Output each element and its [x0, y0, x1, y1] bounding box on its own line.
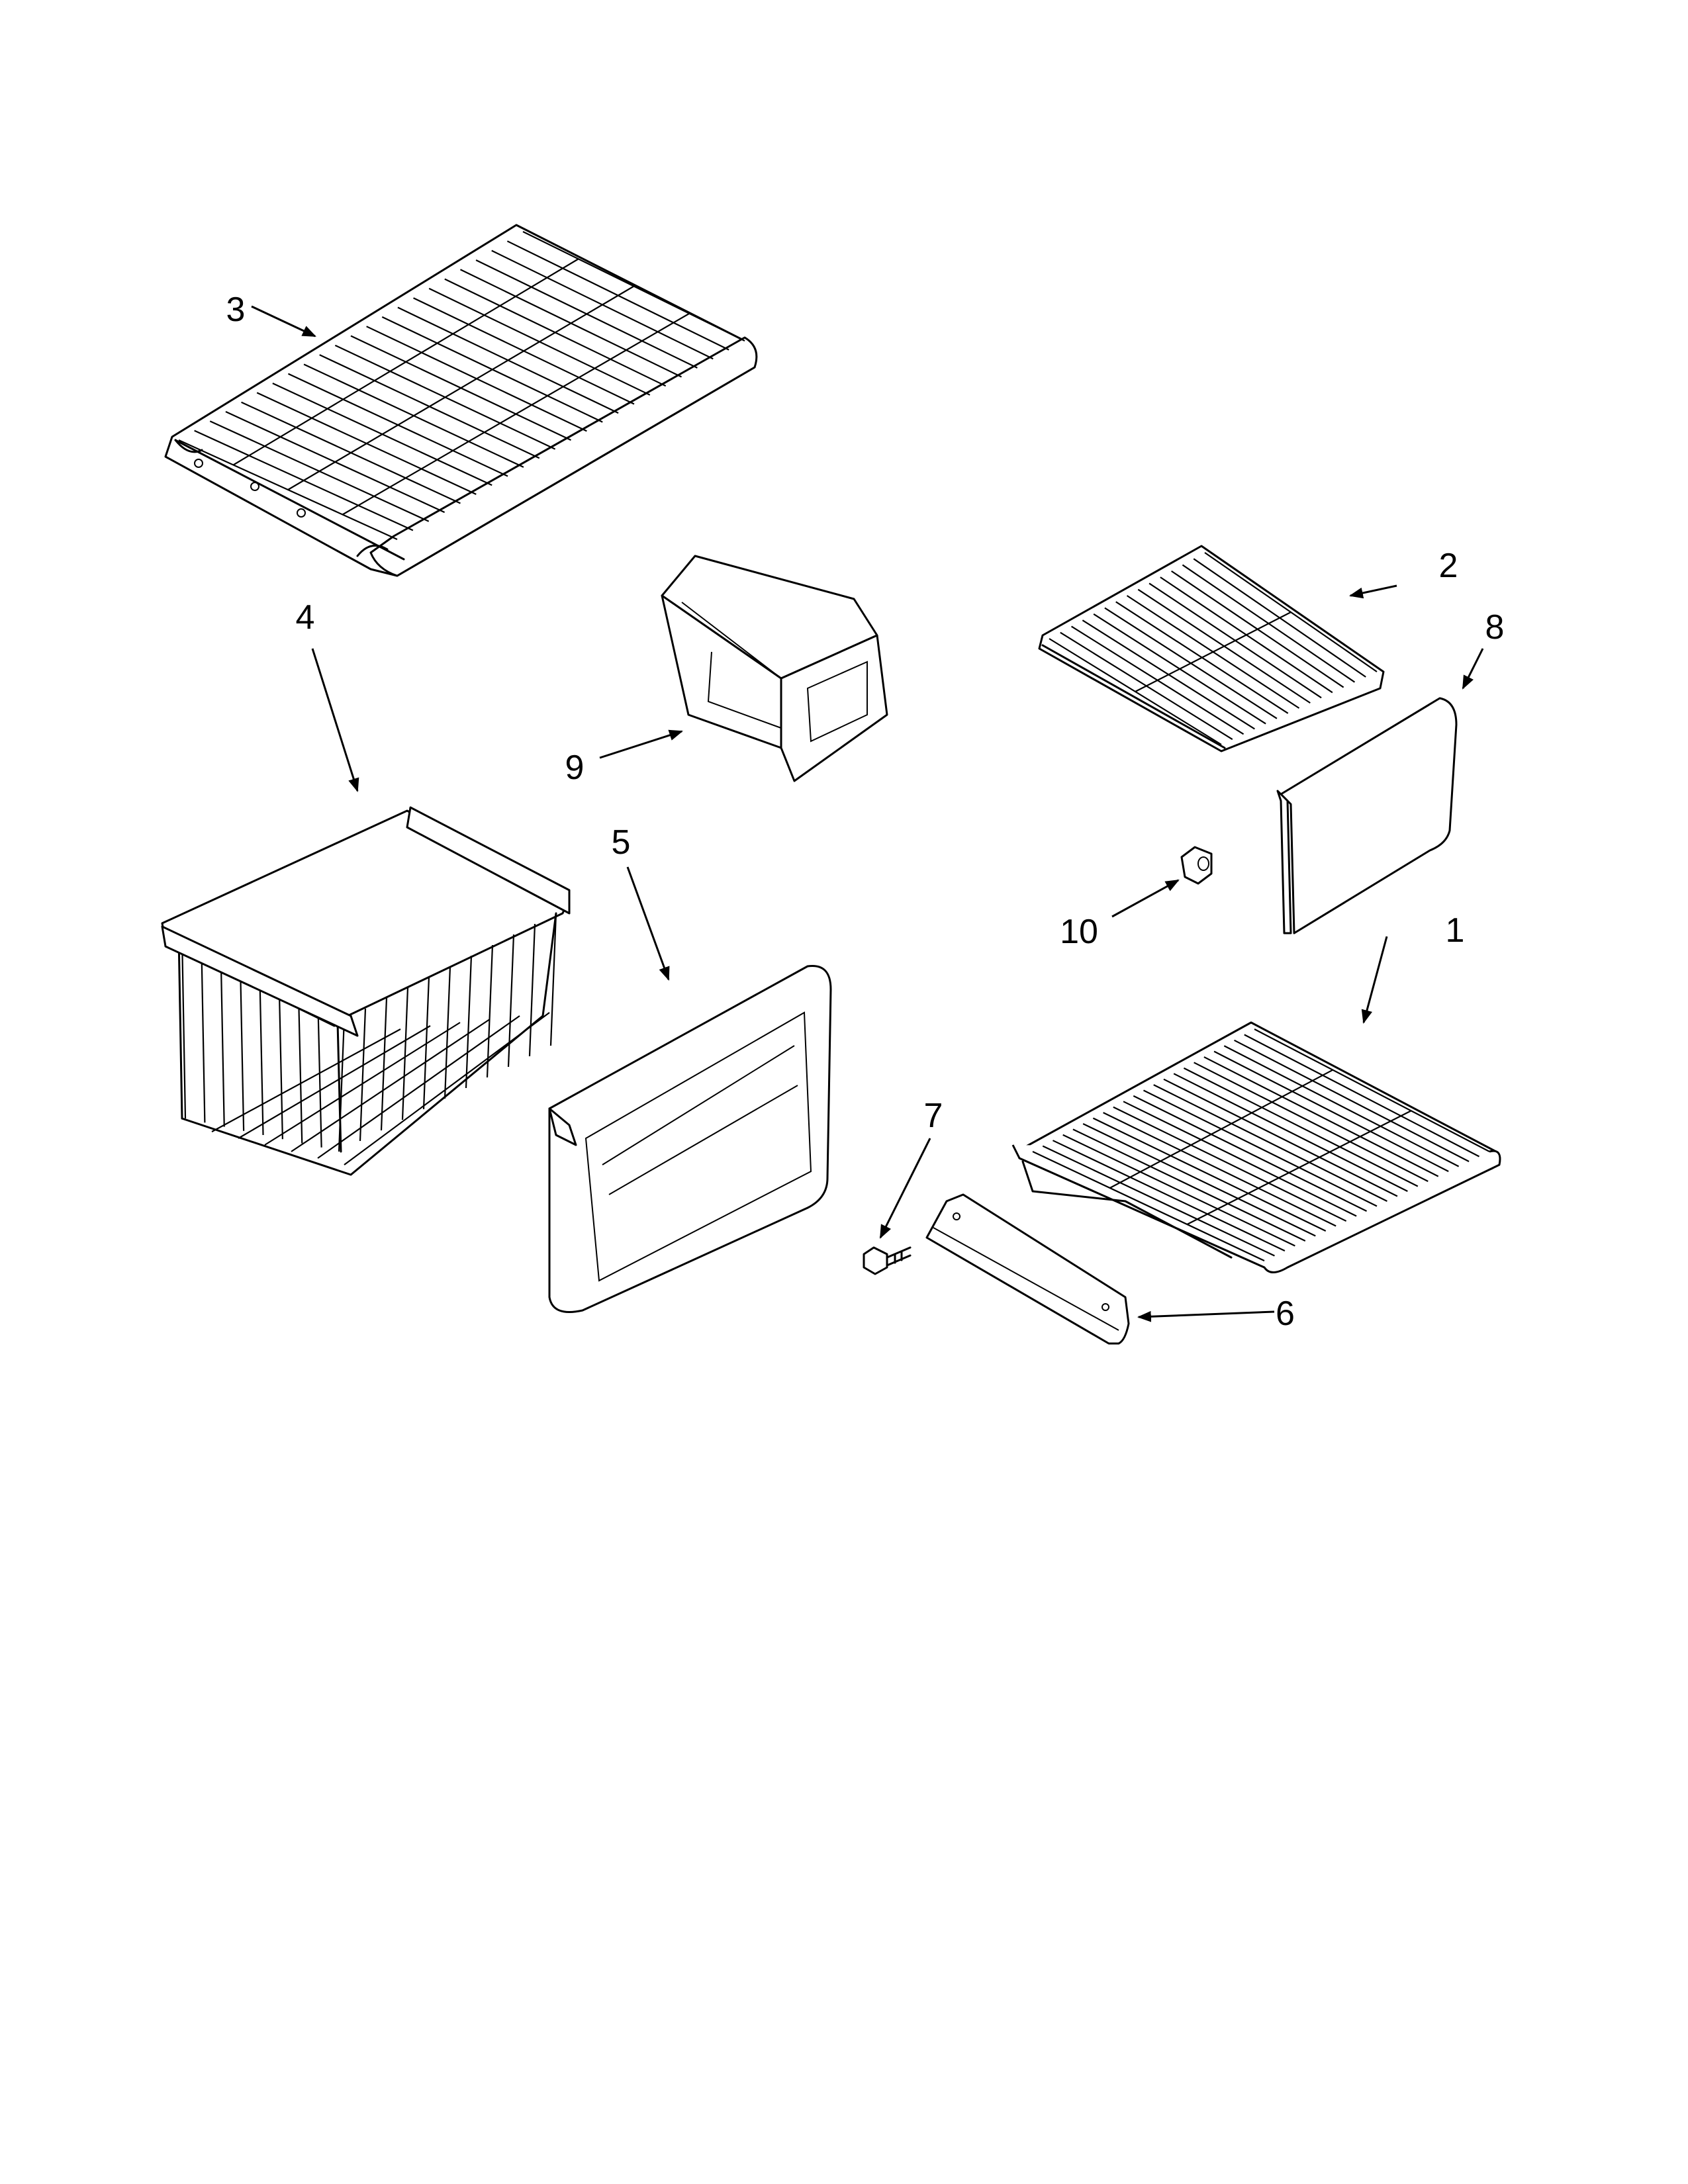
wire-line	[1244, 1034, 1480, 1158]
wire-line	[1133, 1095, 1368, 1212]
wire-line	[1254, 1028, 1490, 1152]
wire-line	[444, 966, 451, 1099]
wire-line	[240, 968, 245, 1131]
wire-line	[1072, 1128, 1306, 1242]
ice-bin	[661, 555, 888, 782]
wire-line	[232, 258, 579, 466]
wire-line	[1194, 1062, 1429, 1182]
wire-line	[1135, 612, 1291, 692]
callout-8: 8	[1485, 608, 1505, 647]
wire-line	[201, 947, 206, 1123]
wire-line	[1163, 1078, 1398, 1197]
bumper	[1180, 846, 1213, 885]
wire-line	[1062, 1134, 1295, 1247]
callout-2: 2	[1439, 547, 1458, 585]
callout-7: 7	[924, 1097, 943, 1135]
wire-line	[465, 955, 473, 1089]
wire-line	[338, 1019, 346, 1152]
callout-5: 5	[612, 823, 631, 862]
wire-line	[1186, 1110, 1412, 1225]
wire-line	[1223, 1045, 1460, 1167]
callout-arrows	[251, 305, 1484, 1322]
wire-line	[1113, 1106, 1347, 1222]
wire-line	[298, 1001, 303, 1144]
shelf-wire-lower-right	[1011, 1021, 1501, 1273]
wire-line	[1173, 1073, 1408, 1192]
wire-line	[1052, 1140, 1286, 1251]
wire-line	[291, 1019, 491, 1152]
drawer-front	[548, 964, 832, 1313]
wire-line	[181, 936, 187, 1119]
wire-line	[342, 312, 690, 516]
wire-line	[344, 1012, 550, 1165]
wire-line	[1143, 1089, 1378, 1207]
shelf-wire-small	[1038, 545, 1385, 752]
callout-9: 9	[565, 749, 585, 787]
wire-line	[278, 990, 283, 1140]
basket-wire	[161, 806, 571, 1176]
wire-line	[1183, 1067, 1419, 1187]
callout-1: 1	[1446, 911, 1465, 950]
callout-10: 10	[1060, 913, 1098, 951]
shelf-wire-top	[164, 224, 758, 577]
wire-line	[1213, 1050, 1449, 1172]
callout-6: 6	[1276, 1295, 1295, 1333]
wire-line	[486, 944, 494, 1078]
wire-line	[1203, 1056, 1439, 1177]
wire-line	[1234, 1039, 1470, 1162]
wire-line	[287, 285, 635, 490]
wire-line	[1103, 1112, 1336, 1227]
wire-line	[1153, 1084, 1387, 1202]
wire-line	[1032, 1151, 1265, 1261]
wire-line	[401, 987, 409, 1120]
wire-line	[1123, 1101, 1357, 1217]
wire-line	[549, 913, 557, 1046]
wire-line	[359, 1008, 367, 1142]
callout-4: 4	[296, 598, 315, 637]
shelf-support-rail	[925, 1193, 1130, 1345]
wire-line	[1109, 1069, 1333, 1189]
wire-line	[317, 1015, 520, 1159]
wire-line	[507, 934, 515, 1068]
wire-line	[528, 923, 536, 1057]
wire-line	[264, 1022, 461, 1146]
wire-line	[380, 997, 388, 1131]
wire-line	[1042, 1145, 1275, 1257]
wire-line	[1082, 1122, 1316, 1237]
shelf-trim	[1276, 697, 1458, 934]
wire-line	[259, 979, 264, 1136]
callout-labels: 1 2 3 4 5 6 7 8 9 10	[226, 291, 1505, 1333]
wire-line	[211, 1028, 401, 1132]
wire-line	[220, 958, 225, 1127]
wire-line	[1092, 1117, 1327, 1232]
screw	[863, 1246, 912, 1275]
callout-3: 3	[226, 291, 246, 329]
wire-line	[317, 1011, 322, 1148]
wire-line	[238, 1025, 431, 1139]
